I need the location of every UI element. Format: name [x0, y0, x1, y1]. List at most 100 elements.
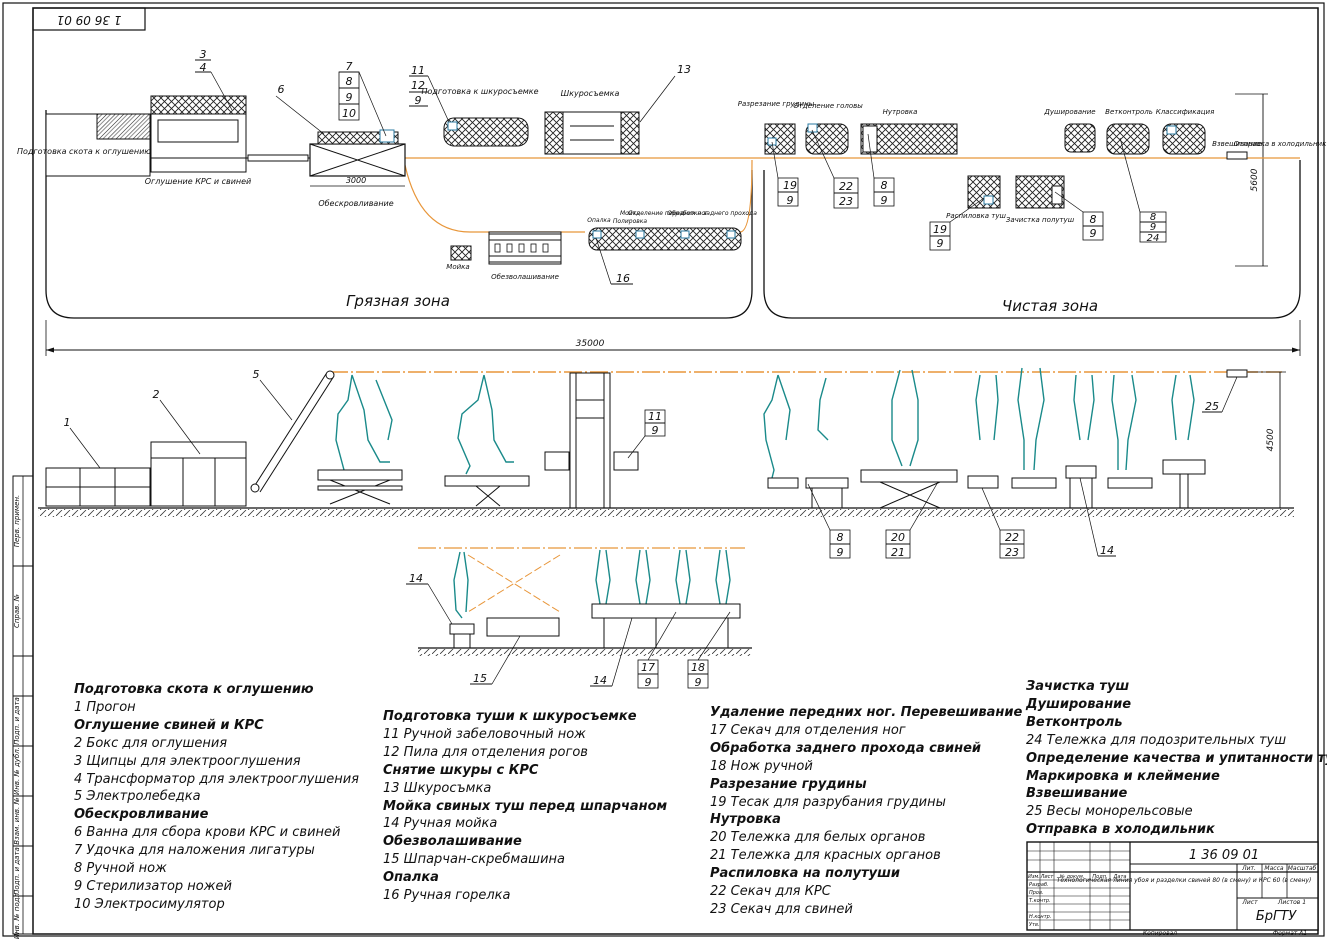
svg-text:Разрезание грудины: Разрезание грудины — [738, 100, 815, 108]
svg-text:16: 16 — [616, 272, 630, 285]
winch-5 — [250, 370, 335, 493]
svg-text:Инв. № дубл.: Инв. № дубл. — [13, 747, 21, 795]
svg-text:Обезволашивание: Обезволашивание — [491, 273, 559, 281]
svg-text:7: 7 — [346, 60, 353, 73]
svg-text:15: 15 — [473, 672, 487, 685]
svg-text:21: 21 — [891, 546, 905, 559]
svg-text:17: 17 — [641, 661, 655, 674]
legend-item: 24 Тележка для подозрительных туш — [1026, 732, 1287, 748]
svg-text:5: 5 — [253, 368, 260, 381]
drawing-title: Технологическая линия убоя и разделки св… — [1057, 877, 1312, 884]
detail-view: 14 15 14 17 9 18 9 — [406, 547, 752, 689]
svg-text:Мойка: Мойка — [446, 263, 469, 271]
svg-text:Масса: Масса — [1264, 865, 1283, 872]
svg-text:8: 8 — [346, 75, 353, 88]
legend-item: 21 Тележка для красных органов — [710, 848, 941, 864]
legend-heading: Удаление передних ног. Перевешивание — [710, 705, 1023, 720]
svg-text:9: 9 — [881, 194, 888, 207]
elevation-view: 4500 — [38, 367, 1294, 559]
svg-text:9: 9 — [787, 194, 794, 207]
svg-text:22: 22 — [1005, 531, 1019, 544]
svg-text:Подп.: Подп. — [1092, 874, 1107, 880]
svg-text:Полировка: Полировка — [613, 218, 648, 225]
svg-text:Формат А1: Формат А1 — [1273, 930, 1307, 937]
svg-text:Нутровка: Нутровка — [883, 108, 918, 116]
shower-station — [1064, 123, 1096, 153]
svg-text:Распиловка туш: Распиловка туш — [946, 212, 1006, 220]
svg-text:9: 9 — [1150, 222, 1156, 233]
legend-heading: Обескровливание — [74, 807, 209, 823]
wash-station — [450, 245, 472, 261]
svg-text:11: 11 — [411, 64, 425, 77]
title-code: 1 36 09 01 — [1189, 848, 1259, 863]
svg-text:8: 8 — [1150, 212, 1156, 223]
svg-text:19: 19 — [783, 179, 797, 192]
legend-heading: Оглушение свиней и КРС — [74, 717, 264, 733]
dim-bath: 3000 — [346, 176, 366, 185]
label-prep: Подготовка скота к оглушению — [17, 147, 151, 156]
svg-text:Н.контр.: Н.контр. — [1029, 914, 1051, 920]
svg-text:Изм.: Изм. — [1028, 874, 1040, 880]
legend-item: 4 Трансформатор для электрооглушения — [74, 771, 359, 787]
legend-heading: Опалка — [383, 870, 439, 886]
legend-item: 7 Удочка для наложения лигатуры — [74, 843, 315, 859]
zone-clean-label: Чистая зона — [1002, 297, 1098, 315]
svg-text:14: 14 — [593, 674, 607, 687]
svg-text:Обработка заднего прохода: Обработка заднего прохода — [667, 210, 757, 217]
legend-heading: Снятие шкуры с КРС — [383, 762, 539, 778]
svg-text:Подп. и дата: Подп. и дата — [13, 697, 21, 745]
svg-text:9: 9 — [415, 94, 422, 107]
svg-text:14: 14 — [1100, 544, 1114, 557]
svg-text:Пров.: Пров. — [1029, 890, 1044, 896]
svg-text:Разраб.: Разраб. — [1029, 882, 1049, 888]
svg-text:3: 3 — [200, 48, 207, 61]
legend-item: 10 Электросимулятор — [74, 896, 225, 912]
elevation-equipment — [317, 369, 1248, 509]
vet-station — [1106, 123, 1150, 155]
svg-text:8: 8 — [837, 531, 844, 544]
legend-item: 9 Стерилизатор ножей — [74, 878, 232, 894]
svg-text:6: 6 — [278, 83, 285, 96]
svg-text:13: 13 — [677, 63, 691, 76]
legend-item: 1 Прогон — [74, 699, 136, 715]
dim-total: 35000 — [576, 339, 605, 349]
svg-text:Отделение передних ног: Отделение передних ног — [628, 210, 709, 217]
svg-text:Лист: Лист — [1040, 874, 1055, 880]
clean-zone-outline — [763, 160, 1301, 319]
svg-text:Отделение головы: Отделение головы — [793, 102, 863, 110]
svg-text:Дата: Дата — [1113, 874, 1127, 880]
svg-text:1 36 09 01: 1 36 09 01 — [57, 13, 122, 27]
svg-text:23: 23 — [1005, 546, 1019, 559]
svg-text:22: 22 — [839, 180, 853, 193]
svg-text:№ докум.: № докум. — [1059, 874, 1085, 880]
carcass-group-elevation — [335, 367, 1195, 481]
svg-text:Инв. № подл.: Инв. № подл. — [13, 891, 21, 939]
svg-text:Классификация: Классификация — [1156, 108, 1215, 116]
legend-heading: Распиловка на полутуши — [710, 866, 901, 882]
legend-item: 18 Нож ручной — [710, 758, 813, 774]
legend-item: 6 Ванна для сбора крови КРС и свиней — [74, 825, 341, 841]
title-block: 1 36 09 01 Технологическая линия убоя и … — [1026, 841, 1319, 937]
legend-heading: Определение качества и упитанности туш — [1026, 750, 1327, 766]
svg-text:18: 18 — [691, 661, 705, 674]
legend-item: 8 Ручной нож — [74, 861, 167, 877]
scale-plan — [1226, 151, 1248, 160]
dim-elev-height: 4500 — [1266, 428, 1276, 451]
legend-item: 5 Электролебедка — [74, 789, 201, 805]
side-stamp: Перв. примен. Справ. № Подп. и дата Инв.… — [12, 475, 34, 939]
svg-text:Копировал: Копировал — [1143, 930, 1177, 937]
legend-heading: Душирование — [1026, 696, 1132, 712]
svg-text:9: 9 — [1090, 227, 1097, 240]
zone-dirty-label: Грязная зона — [346, 292, 450, 310]
svg-text:Ветконтроль: Ветконтроль — [1105, 108, 1153, 116]
legend-heading: Зачистка туш — [1026, 679, 1130, 694]
dim-plan-height: 5600 — [1250, 168, 1260, 191]
legend-heading: Отправка в холодильник — [1026, 822, 1215, 838]
svg-text:9: 9 — [652, 424, 659, 437]
legend-heading: Подготовка скота к оглушению — [74, 682, 314, 697]
svg-text:12: 12 — [411, 79, 425, 92]
svg-text:24: 24 — [1147, 233, 1160, 244]
